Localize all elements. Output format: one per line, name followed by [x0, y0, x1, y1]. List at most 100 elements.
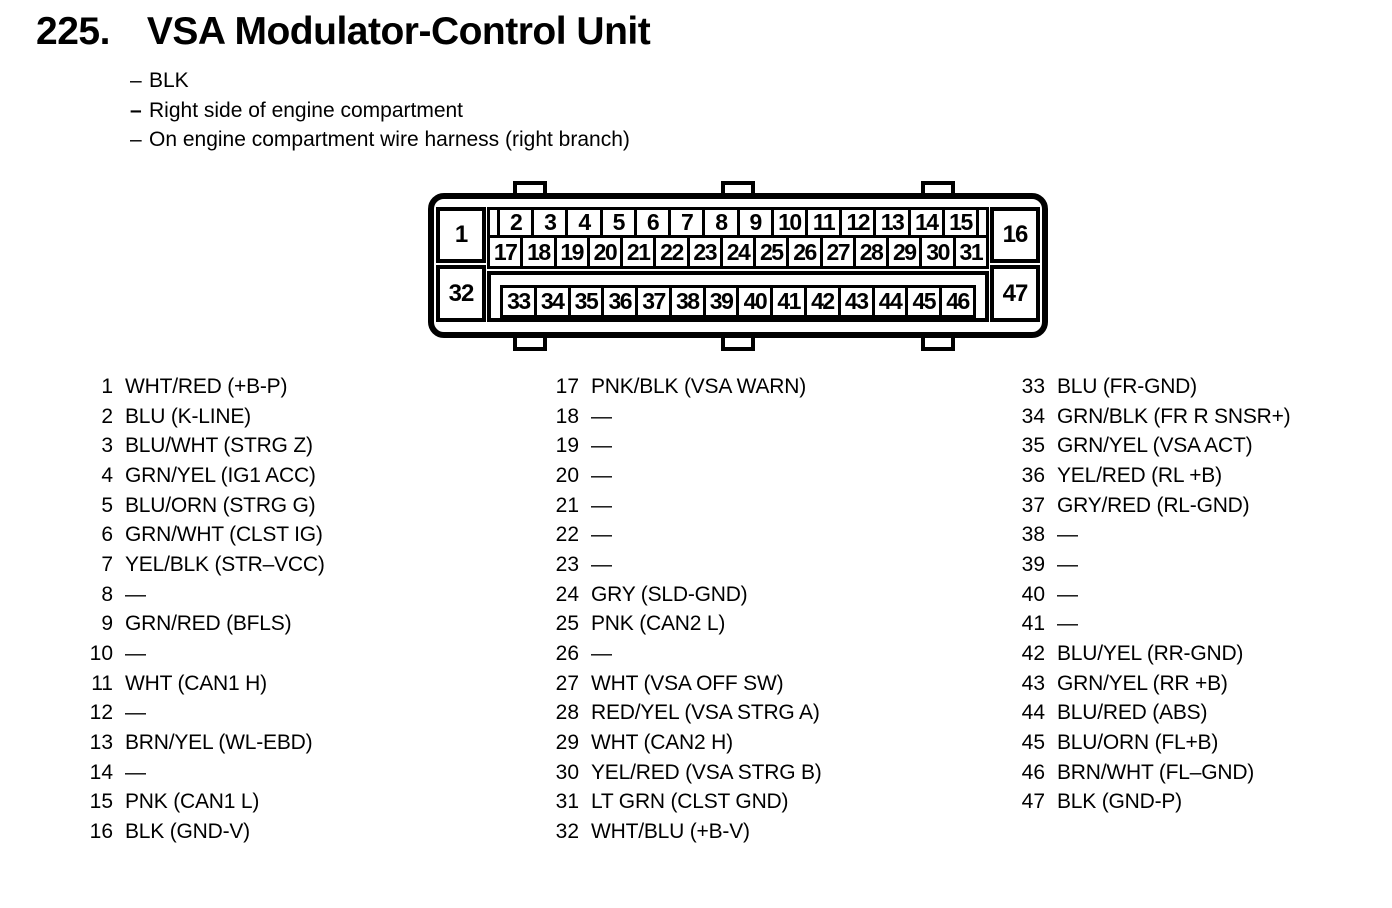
pin-number: 13	[89, 731, 113, 755]
pin-label: GRN/BLK (FR R SNSR+)	[1057, 404, 1291, 428]
connector-pin-27: 27	[819, 235, 856, 269]
connector-pin-44: 44	[871, 285, 909, 318]
pin-number: 3	[101, 434, 113, 458]
pin-number: 4	[101, 463, 113, 487]
connector-pin-4: 4	[565, 207, 603, 238]
pin-label: —	[591, 404, 612, 428]
connector-pin-42: 42	[804, 285, 841, 318]
note-dash: –	[130, 98, 142, 122]
connector-pin-35: 35	[567, 285, 605, 318]
connector-pin-18: 18	[520, 235, 557, 269]
pin-label: GRY (SLD-GND)	[591, 582, 748, 606]
pin-number: 45	[1021, 731, 1045, 755]
pin-label: LT GRN (CLST GND)	[591, 790, 789, 814]
connector-pin-29: 29	[886, 235, 923, 269]
connector-left-column: 1 32	[436, 207, 486, 322]
pin-label: BRN/WHT (FL–GND)	[1057, 760, 1255, 784]
pin-label: GRN/YEL (IG1 ACC)	[125, 463, 316, 487]
legend-row-pin-14: 14—	[87, 758, 325, 788]
pin-number: 40	[1021, 582, 1045, 606]
connector-pin-23: 23	[686, 235, 723, 269]
connector-pin-19: 19	[553, 235, 590, 269]
pin-number: 26	[555, 642, 579, 666]
pin-label: GRN/YEL (VSA ACT)	[1057, 434, 1253, 458]
pin-number: 19	[555, 434, 579, 458]
legend-row-pin-19: 19 —	[553, 431, 822, 461]
pin-number: 11	[91, 671, 113, 695]
pin-number: 34	[1021, 404, 1045, 428]
pin-label: WHT/BLU (+B-V)	[591, 820, 750, 844]
pin-label: BLU (K-LINE)	[125, 404, 251, 428]
connector-pin-10: 10	[770, 207, 808, 238]
connector-pin-21: 21	[620, 235, 657, 269]
legend-row-pin-4: 4 GRN/YEL (IG1 ACC)	[87, 461, 325, 491]
pin-number: 18	[555, 404, 579, 428]
pin-number: 8	[101, 582, 113, 606]
blank-cell	[976, 207, 990, 238]
connector-pin-45: 45	[905, 285, 943, 318]
pin-label: PNK/BLK (VSA WARN)	[591, 374, 807, 398]
pin-number: 32	[555, 820, 579, 844]
pin-label: BLU/ORN (STRG G)	[125, 493, 316, 517]
pin-number: 7	[101, 552, 113, 576]
connector-right-column: 16 47	[990, 207, 1040, 322]
legend-row-pin-31: 31 LT GRN (CLST GND)	[553, 788, 822, 818]
pin-number: 27	[555, 671, 579, 695]
pin-number: 23	[555, 552, 579, 576]
connector-pin-36: 36	[601, 285, 639, 318]
pin-label: BLU (FR-GND)	[1057, 374, 1197, 398]
pin-number: 30	[555, 760, 579, 784]
connector-pin-32: 32	[436, 265, 486, 322]
pin-label: —	[591, 493, 612, 517]
pin-label: —	[1057, 582, 1078, 606]
pin-label: —	[1057, 612, 1078, 636]
pin-number: 37	[1021, 493, 1045, 517]
connector-pin-12: 12	[839, 207, 877, 238]
connector-pin-34: 34	[533, 285, 571, 318]
pin-label: —	[591, 434, 612, 458]
legend-row-pin-32: 32 WHT/BLU (+B-V)	[553, 817, 822, 847]
note-row: –On engine compartment wire harness (rig…	[130, 125, 630, 155]
legend-row-pin-20: 20—	[553, 461, 822, 491]
pin-number: 44	[1021, 701, 1045, 725]
section-number: 225.	[36, 10, 110, 53]
pin-number: 17	[555, 374, 579, 398]
pin-number: 31	[555, 790, 579, 814]
note-row: –BLK	[130, 66, 630, 96]
connector-pin-2: 2	[497, 207, 535, 238]
pin-label: BLK (GND-P)	[1057, 790, 1182, 814]
pin-number: 20	[555, 463, 579, 487]
note-dash: –	[130, 69, 142, 92]
legend-row-pin-17: 17 PNK/BLK (VSA WARN)	[553, 372, 822, 402]
pin-label: PNK (CAN1 L)	[125, 790, 260, 814]
pin-number: 1	[101, 374, 113, 398]
pin-number: 15	[89, 790, 113, 814]
pin-label: GRY/RED (RL-GND)	[1057, 493, 1250, 517]
connector-pin-46: 46	[939, 285, 976, 318]
pin-number: 43	[1021, 671, 1045, 695]
connector-pin-38: 38	[668, 285, 706, 318]
connector-pin-3: 3	[531, 207, 569, 238]
pin-label: YEL/RED (VSA STRG B)	[591, 760, 822, 784]
pin-number: 28	[555, 701, 579, 725]
pin-number: 5	[101, 493, 113, 517]
connector-pin-37: 37	[635, 285, 672, 318]
legend-row-pin-40: 40 —	[1019, 580, 1290, 610]
pin-label: YEL/RED (RL +B)	[1057, 463, 1222, 487]
